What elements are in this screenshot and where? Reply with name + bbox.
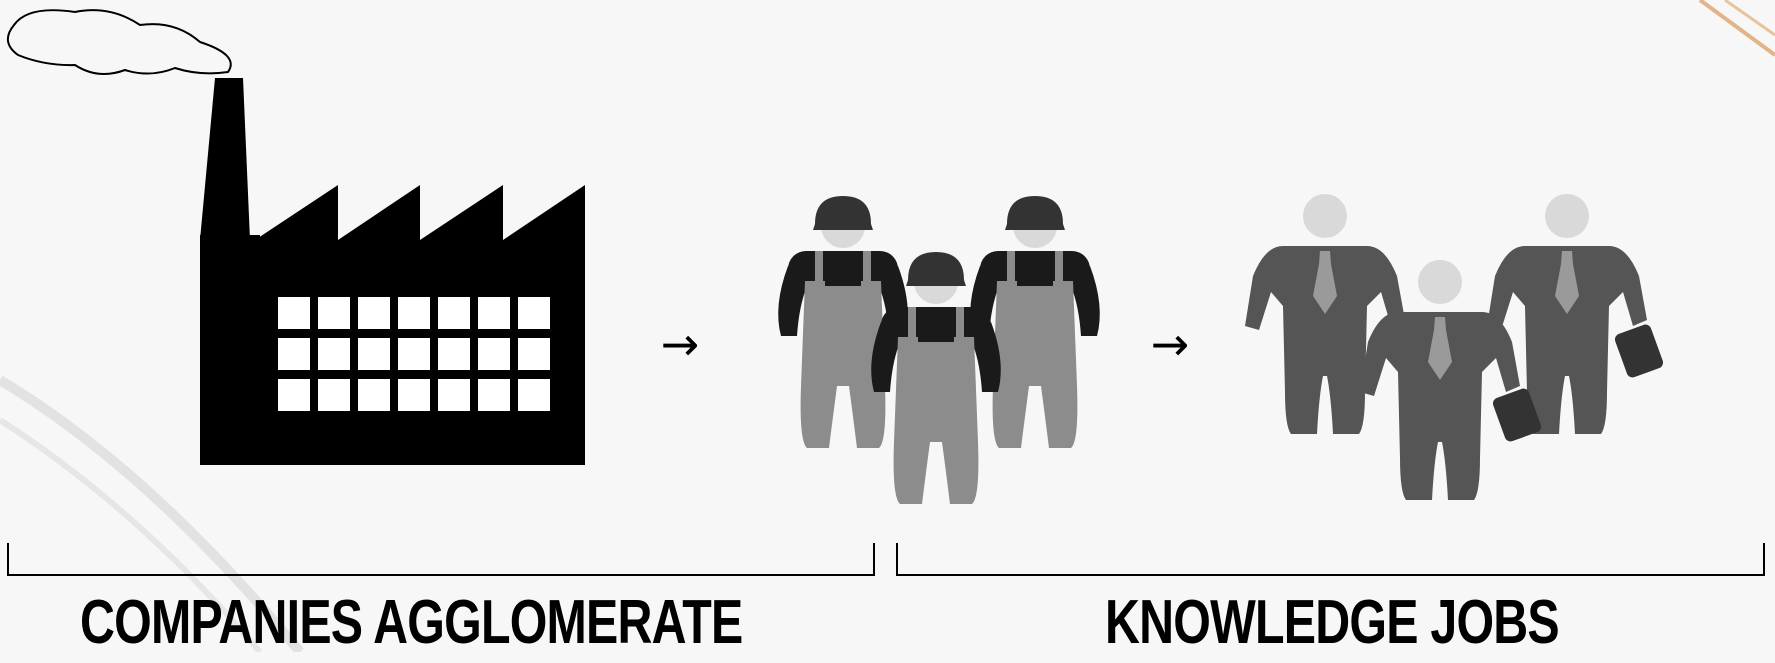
arrow-icon: → bbox=[1151, 317, 1190, 371]
cloud-icon bbox=[8, 10, 231, 74]
businessman-icon bbox=[1245, 194, 1405, 434]
factory-icon bbox=[200, 78, 585, 465]
caption-knowledge-jobs: KNOWLEDGE JOBS bbox=[1105, 583, 1559, 663]
accent-stripe bbox=[1725, 0, 1775, 35]
briefcase-icon bbox=[1613, 323, 1664, 379]
caption-companies-agglomerate: COMPANIES AGGLOMERATE bbox=[80, 583, 742, 663]
arrow-icon: → bbox=[661, 317, 700, 371]
factory-windows bbox=[278, 297, 550, 411]
bracket-left bbox=[8, 543, 874, 575]
bracket-right bbox=[897, 543, 1764, 575]
